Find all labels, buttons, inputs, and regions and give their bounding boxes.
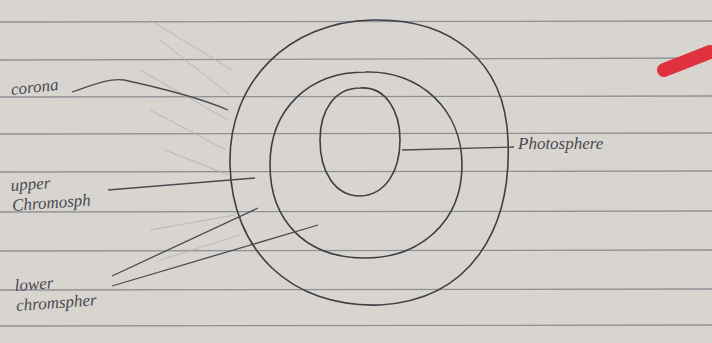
part-label: corona [10, 73, 82, 100]
part-label: lower chromspher [14, 269, 113, 316]
part-label: upper Chromosph [10, 169, 109, 216]
part-label: Photosphere [518, 134, 658, 154]
